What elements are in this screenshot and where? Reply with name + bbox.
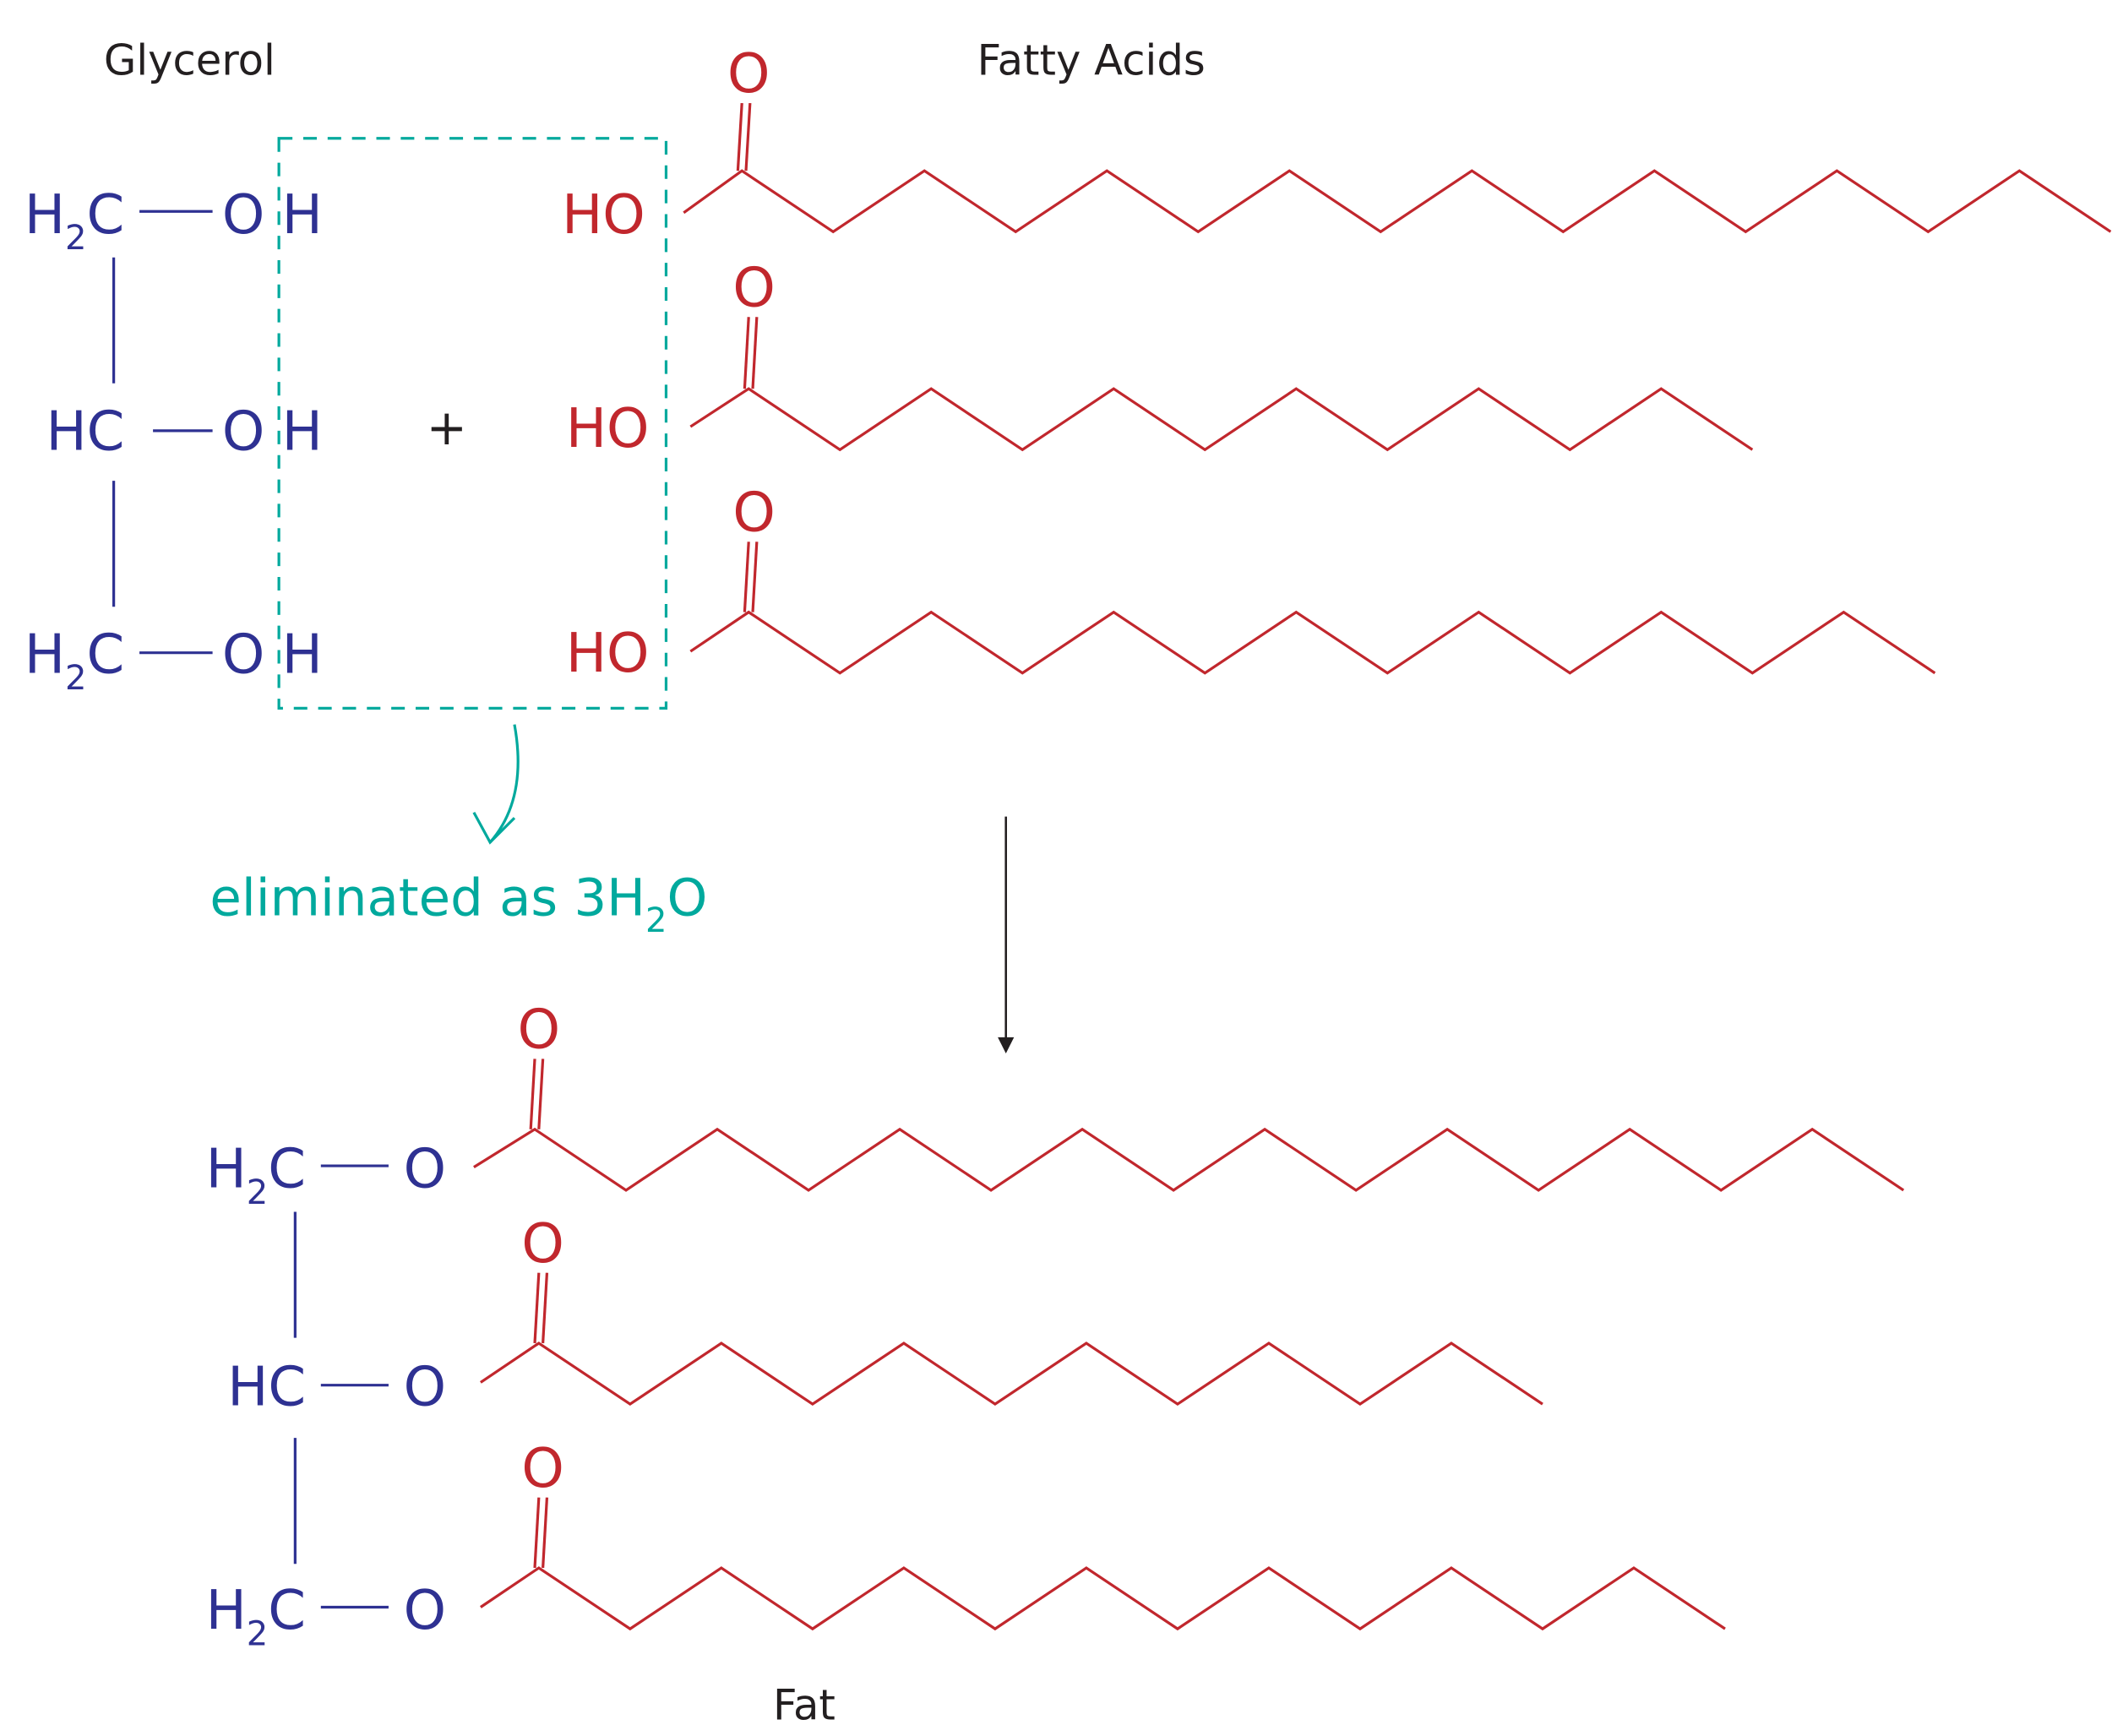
fat-carbonyl-o-2: O <box>521 1213 563 1276</box>
fatty-acid-3-double-bond <box>743 541 750 612</box>
elimination-arrow <box>488 724 520 844</box>
fat-carbonyl-o-1: O <box>518 999 560 1062</box>
fat-o-1: O <box>404 1139 446 1201</box>
fat-c3: H2C <box>206 1580 306 1653</box>
fat-chain-3-double-bond <box>542 1497 549 1569</box>
fat-c1: H2C <box>206 1139 306 1212</box>
glycerol-c3: H2C <box>24 624 124 698</box>
fat-chain-3-double-bond <box>533 1497 541 1569</box>
fat-chain-2-chain <box>480 1341 1543 1407</box>
fatty-acid-2-double-bond <box>743 317 750 389</box>
glycerol-oh-1: O H <box>222 184 323 247</box>
fat-chain-1-double-bond <box>537 1058 545 1129</box>
hydrocarbon-chains <box>473 102 2112 1631</box>
fat-chain-2-double-bond <box>542 1272 549 1344</box>
fatty-acids-label: Fatty Acids <box>977 35 1206 84</box>
fat-c2: HC <box>227 1357 306 1419</box>
fatty-acid-2-ho: HO <box>566 398 650 460</box>
fatty-acid-3-double-bond <box>751 541 759 612</box>
eliminated-water-text: eliminated as 3H2O <box>210 868 707 940</box>
fatty-acid-2-chain <box>689 387 1754 452</box>
fat-o-2: O <box>404 1357 446 1419</box>
fat-label: Fat <box>773 1681 836 1730</box>
reaction-arrowhead-icon <box>998 1037 1015 1054</box>
fatty-acid-3-chain <box>689 610 1936 675</box>
fatty-acid-1-double-bond <box>736 102 743 171</box>
fatty-acid-3-ho: HO <box>566 623 650 685</box>
fatty-acid-2-o: O <box>732 257 775 319</box>
fatty-acid-1-o: O <box>727 43 770 106</box>
fat-chain-1-double-bond <box>529 1058 536 1129</box>
glycerol-oh-3: O H <box>222 624 323 687</box>
elimination-arrowhead-icon <box>472 812 516 845</box>
plus-sign: + <box>427 399 467 456</box>
glycerol-label: Glycerol <box>104 35 275 84</box>
glycerol-c2: HC <box>46 400 124 463</box>
fatty-acid-1-ho: HO <box>562 184 645 247</box>
fat-carbonyl-o-3: O <box>521 1438 563 1500</box>
fatty-acid-1-double-bond <box>744 102 752 171</box>
fat-chain-1-chain <box>473 1127 1905 1192</box>
fat-chain-3-chain <box>480 1566 1726 1631</box>
glycerol-oh-2: O H <box>222 400 323 463</box>
glycerol-molecule: H2C HC H2C O H O H O H <box>24 184 323 698</box>
fatty-acid-3-o: O <box>732 482 775 544</box>
fat-molecule: H2C HC H2C O O O O O O <box>206 999 564 1654</box>
water-elimination-box <box>277 137 668 710</box>
fatty-acid-1-chain <box>683 169 2112 234</box>
glycerol-c1: H2C <box>24 184 124 258</box>
fat-o-3: O <box>404 1580 446 1642</box>
fat-chain-2-double-bond <box>533 1272 541 1344</box>
fatty-acid-2-double-bond <box>751 317 759 389</box>
